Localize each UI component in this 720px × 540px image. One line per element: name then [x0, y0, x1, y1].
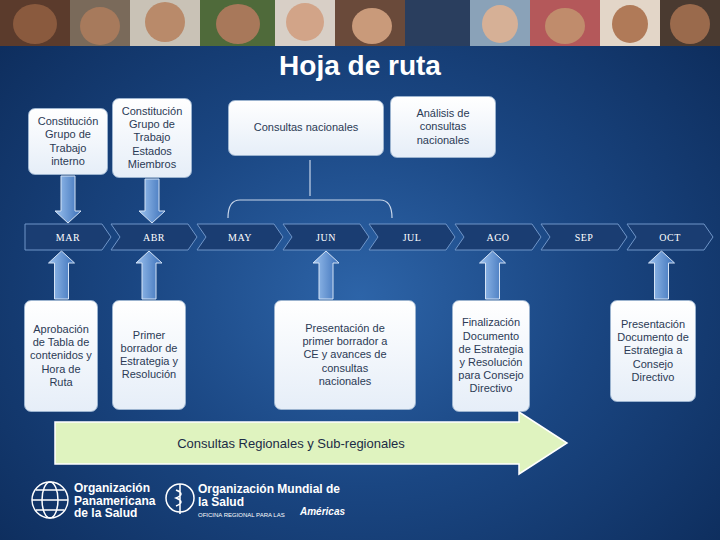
month-label: JUL: [403, 232, 422, 243]
shape-outline: [25, 224, 111, 250]
block-arrow: [55, 176, 81, 223]
who-logo: [166, 484, 194, 514]
box-text: Presentación de primer borrador a CE y a…: [297, 322, 393, 388]
box-text: Constitución Grupo de Trabajo Estados Mi…: [117, 105, 187, 171]
month-chevron: JUN: [283, 224, 369, 250]
shape-outline: [197, 224, 283, 250]
box-text: Constitución Grupo de Trabajo interno: [33, 115, 103, 168]
month-label: OCT: [659, 232, 681, 243]
milestone-box: Presentación Documento de Estrategia a C…: [610, 300, 696, 402]
process-box: Consultas nacionales: [228, 100, 384, 156]
month-label: MAY: [228, 232, 252, 243]
box-text: Análisis de consultas nacionales: [395, 107, 491, 147]
process-box: Análisis de consultas nacionales: [390, 96, 496, 158]
month-label: SEP: [575, 232, 594, 243]
month-label: AGO: [486, 232, 509, 243]
block-arrow: [480, 251, 506, 299]
box-text: Consultas nacionales: [254, 121, 359, 134]
box-text: Consultas Regionales y Sub-regionales: [177, 436, 405, 451]
month-chevron: MAY: [197, 224, 283, 250]
org-name: Organización Mundial de la Salud: [198, 483, 343, 508]
month-chevron: MAR: [25, 224, 111, 250]
shape-outline: [369, 224, 455, 250]
bracket: [228, 160, 392, 218]
shape-outline: [455, 224, 541, 250]
block-arrow: [136, 251, 162, 299]
slide-title: Hoja de ruta: [0, 50, 720, 82]
box-text: Aprobación de Tabla de contenidos y Hora…: [29, 323, 93, 389]
milestone-box: Presentación de primer borrador a CE y a…: [274, 300, 416, 410]
shape-outline: [541, 224, 627, 250]
shape-outline: [55, 412, 567, 474]
org-name: Organización Panamericana de la Salud: [74, 482, 164, 520]
block-arrow: [313, 251, 339, 299]
month-chevron: AGO: [455, 224, 541, 250]
month-label: ABR: [143, 232, 165, 243]
shape-outline: [283, 224, 369, 250]
process-box: Constitución Grupo de Trabajo interno: [28, 108, 108, 175]
month-chevron: JUL: [369, 224, 455, 250]
month-label: JUN: [316, 232, 336, 243]
band-arrow: Consultas Regionales y Sub-regionales: [55, 412, 567, 474]
milestone-box: Aprobación de Tabla de contenidos y Hora…: [24, 300, 98, 412]
block-arrow: [49, 251, 75, 299]
photo-strip: [0, 0, 720, 46]
process-box: Constitución Grupo de Trabajo Estados Mi…: [112, 98, 192, 178]
month-chevron: ABR: [111, 224, 197, 250]
month-label: MAR: [56, 232, 80, 243]
org-subtitle: OFICINA REGIONAL PARA LAS: [198, 512, 285, 519]
milestone-box: Primer borrador de Estrategia y Resoluci…: [112, 300, 186, 410]
box-text: Primer borrador de Estrategia y Resoluci…: [117, 329, 181, 382]
box-text: Finalización Documento de Estrategia y R…: [457, 316, 525, 395]
block-arrow: [649, 251, 675, 299]
shape-outline: [111, 224, 197, 250]
box-text: Presentación Documento de Estrategia a C…: [615, 318, 691, 384]
paho-logo: [32, 482, 68, 518]
block-arrow: [139, 179, 165, 223]
month-chevron: OCT: [627, 224, 713, 250]
org-region: Américas: [300, 506, 345, 518]
shape-outline: [627, 224, 713, 250]
milestone-box: Finalización Documento de Estrategia y R…: [452, 300, 530, 412]
month-chevron: SEP: [541, 224, 627, 250]
